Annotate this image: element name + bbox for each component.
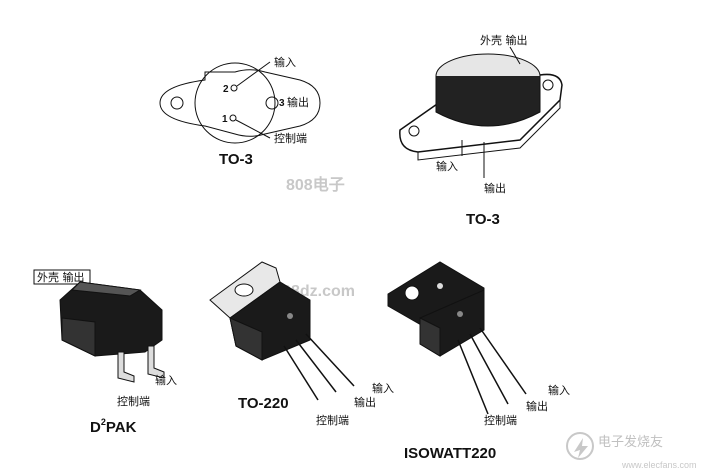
watermark-mid: 808电子 [286,175,345,194]
to220-out-label: 输出 [354,395,376,409]
d2pak-view: 外壳 输出 输入 控制端 D2PAK [33,269,177,436]
d2pak-case-label-box [33,269,91,285]
to220-tab-hole [234,283,254,297]
to3-3d-case-label: 外壳 输出 [480,33,528,47]
isowatt-mount-hole [404,285,420,301]
logo-en-text: www.elecfans.com [621,460,697,470]
to3-3d-flange [399,73,563,153]
d2pak-face-highlight [61,317,96,357]
to3-3d-view: 外壳 输出 输入 输出 TO-3 [399,33,563,228]
to3-3d-hole-left [408,125,420,137]
to220-body-face [229,317,263,361]
to220-lead-2 [295,339,337,393]
to3-3d-out-label: 输出 [484,181,506,195]
d2pak-tab [70,281,142,297]
to3-3d-hole-right [542,79,554,91]
to3-pin3-label: 输出 [287,95,309,109]
to220-title: TO-220 [238,395,289,412]
d2pak-lead-left [117,351,135,383]
to3-mount-hole-left [170,96,184,110]
isowatt-title: ISOWATT220 [404,445,496,462]
isowatt220-view: 输入 输出 控制端 ISOWATT220 [387,261,570,462]
to3-pin2-leader [236,61,271,87]
isowatt-mark [437,283,443,289]
isowatt-body-mark [457,311,463,317]
to3-3d-flange-edge [417,100,561,161]
to220-body-mark [287,313,293,319]
to3-pin2-dot [230,84,238,92]
d2pak-title-sup: 2 [101,417,106,427]
isowatt-lead-2 [469,333,509,405]
to220-view: 输入 输出 控制端 TO-220 [209,261,394,427]
to3-body-circle [194,62,276,144]
isowatt-ctrl-label: 控制端 [484,413,517,427]
to3-pin1-number: 1 [222,114,228,125]
logo-cn-text: 电子发烧友 [598,434,663,450]
to3-3d-can-side [435,76,541,127]
to3-pin2-number: 2 [223,84,229,95]
d2pak-case-label: 外壳 输出 [37,270,85,284]
d2pak-title: D2PAK [90,417,137,436]
to3-top-view: 2 1 3 输入 输出 控制端 TO-3 [159,55,321,168]
d2pak-in-label: 输入 [155,373,177,387]
to220-lead-1 [283,345,319,401]
d2pak-title-main: D [90,419,101,436]
logo-icon-bolt [574,438,588,458]
to3-pin1-label: 控制端 [274,131,307,145]
isowatt-lead-1 [457,339,489,415]
to3-top-title: TO-3 [219,151,253,168]
d2pak-lead-right [147,345,165,379]
to220-in-label: 输入 [372,381,394,395]
to220-ctrl-label: 控制端 [316,413,349,427]
to3-pin1-dot [229,114,237,122]
to3-3d-case-leader [509,46,521,65]
logo-watermark: 电子发烧友 www.elecfans.com [566,432,697,470]
isowatt-in-label: 输入 [548,383,570,397]
d2pak-title-tail: PAK [106,419,137,436]
to3-flange-outline [159,69,321,137]
to220-lead-3 [305,333,355,387]
isowatt-face [419,317,441,357]
to3-3d-title: TO-3 [466,211,500,228]
isowatt-out-label: 输出 [526,399,548,413]
to3-mount-hole-right [265,96,279,110]
to3-pin2-label: 输入 [274,55,296,69]
to3-pin1-leader [235,119,271,139]
logo-icon [566,432,594,460]
d2pak-ctrl-label: 控制端 [117,394,150,408]
to3-3d-in-label: 输入 [436,159,458,173]
to3-pin3-number: 3 [279,98,285,109]
isowatt-lead-3 [479,327,527,395]
